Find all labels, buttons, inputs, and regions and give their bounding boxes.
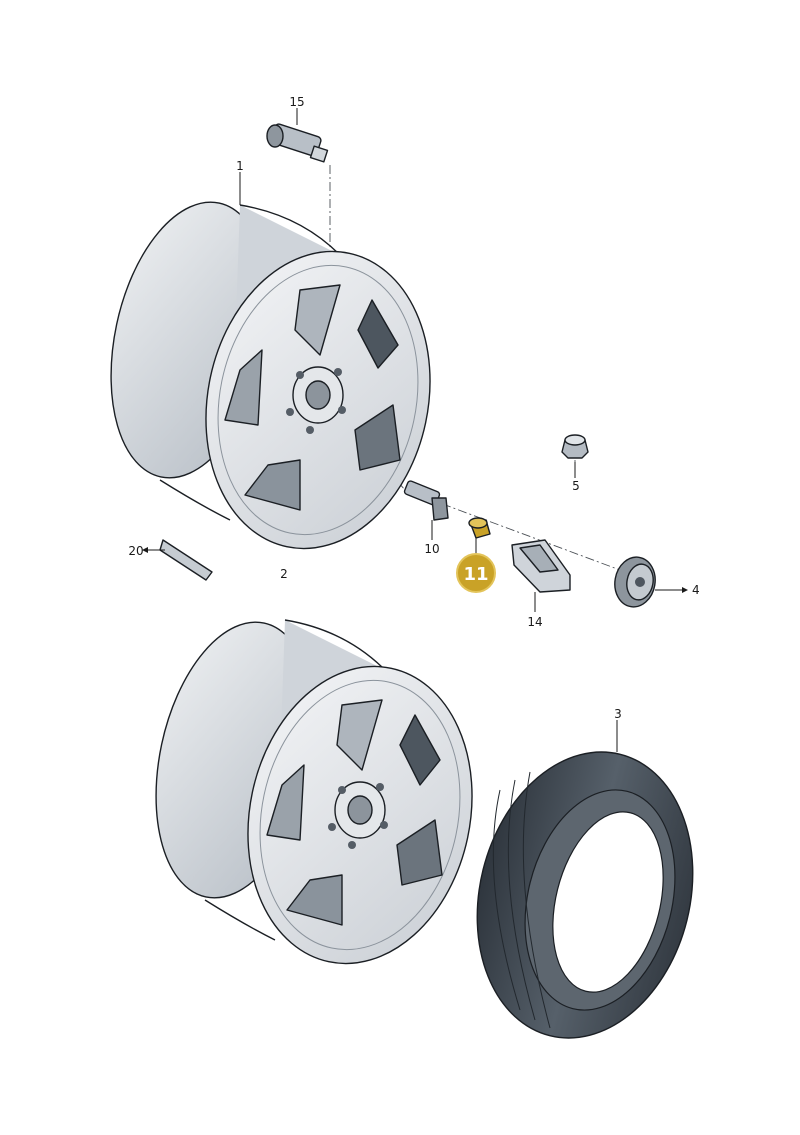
callout-4[interactable]: 4 [692,583,700,597]
callout-15[interactable]: 15 [289,95,304,109]
cap-puller-icon [511,539,571,593]
balance-weight-icon [159,539,213,581]
anti-theft-adapter-icon [468,517,491,539]
callout-11[interactable]: 11 [463,564,488,585]
leader-arrows [142,547,688,593]
callout-10[interactable]: 10 [424,542,439,556]
wheel-bolt-icon [403,480,449,521]
center-cap-icon [614,556,656,608]
locking-nut-icon [561,434,589,459]
callout-3[interactable]: 3 [614,707,622,721]
callout-1[interactable]: 1 [236,159,244,173]
wheel-rim-upper-icon [110,201,431,550]
callout-5[interactable]: 5 [572,479,580,493]
leader-lines [148,108,685,752]
callout-2[interactable]: 2 [280,567,288,581]
valve-stem-icon [266,123,329,163]
wheel-rim-lower-icon [155,619,473,965]
callout-20[interactable]: 20 [128,544,143,558]
callout-11-badge[interactable]: 11 [456,553,496,593]
callout-14[interactable]: 14 [527,615,542,629]
tire-icon [476,751,694,1039]
